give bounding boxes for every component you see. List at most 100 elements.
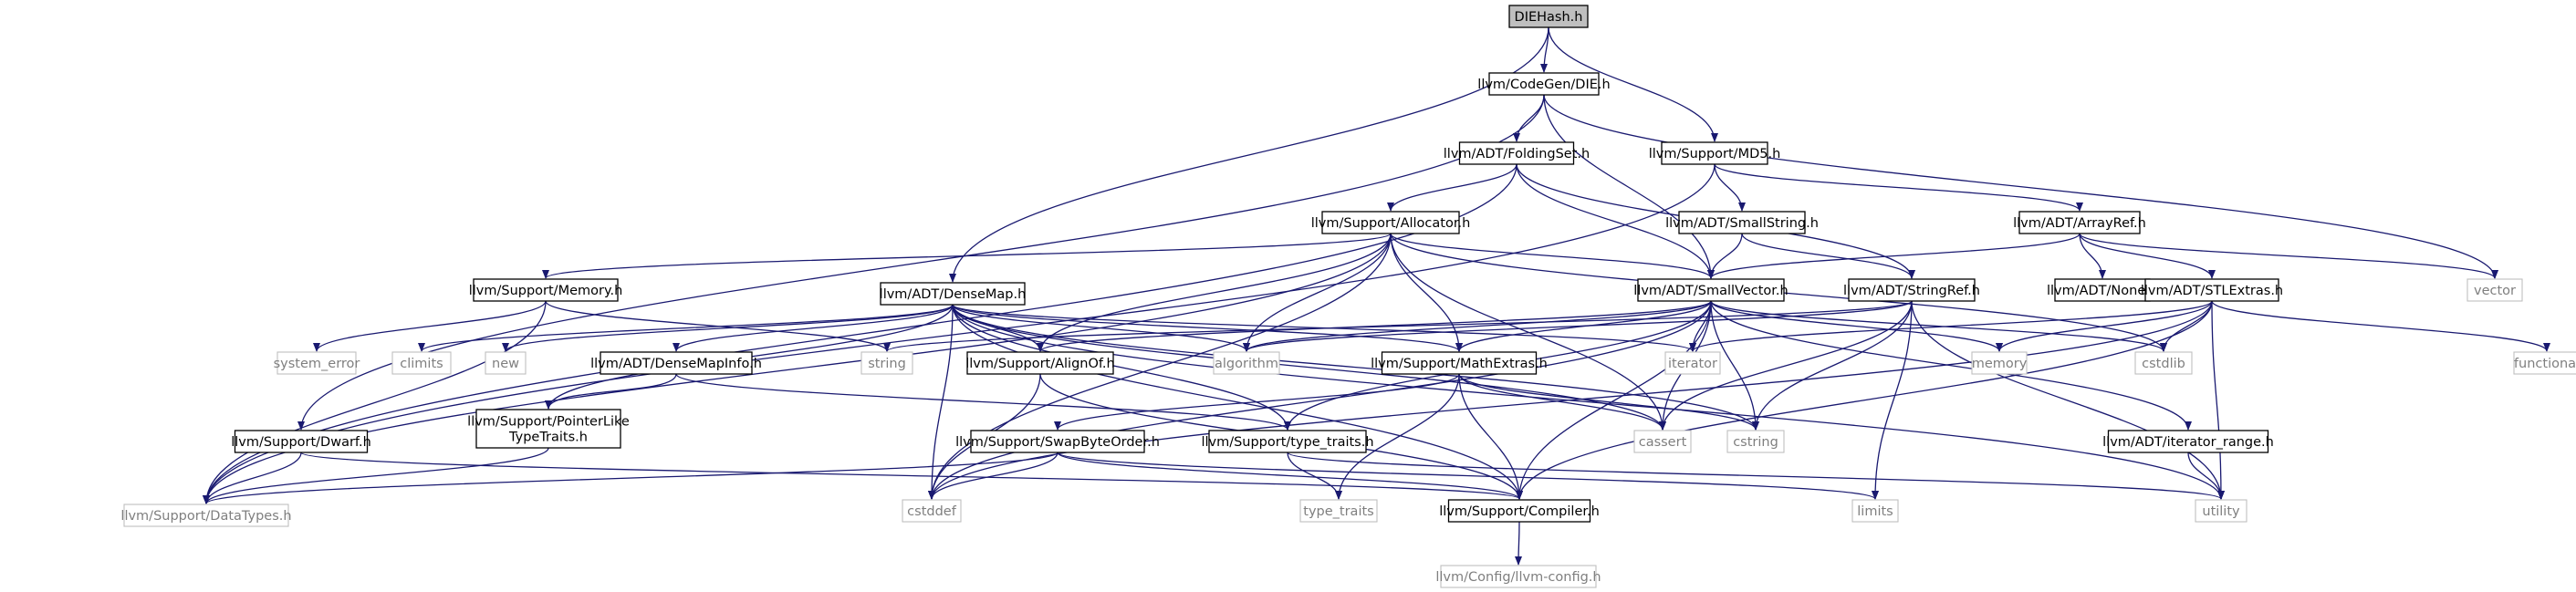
node-box-foldingset [1458,141,1575,165]
node-cassert[interactable]: cassert [1633,430,1692,453]
edge [297,94,1545,431]
edge-arrayref-to-smallvector [1707,233,2081,279]
node-functional[interactable]: functional [2513,351,2576,375]
edge [1714,163,1746,212]
node-type_traits[interactable]: type_traits [1299,499,1378,523]
node-foldingset[interactable]: llvm/ADT/FoldingSet.h [1444,141,1590,165]
node-alignof[interactable]: llvm/Support/AlignOf.h [965,351,1115,375]
node-allocator[interactable]: llvm/Support/Allocator.h [1311,211,1471,234]
node-label-compiler: llvm/Support/Compiler.h [1439,504,1600,519]
node-iteratorrange[interactable]: llvm/ADT/iterator_range.h [2102,430,2274,453]
edge-mathextras-to-type_traits [1335,373,1460,500]
node-string[interactable]: string [860,351,913,375]
edge-arrayref-to-stlextras [2079,233,2216,279]
edge-densemap-to-cstring [952,304,1759,431]
node-diehash[interactable]: DIEHash.h [1508,5,1589,28]
node-label-cstdlib: cstdlib [2142,357,2185,371]
edge-smallvector-to-compiler [1516,300,1712,500]
node-box-diehash [1508,5,1589,28]
edge [1243,300,1712,352]
edge-allocator-to-alignof [1037,233,1392,352]
node-smallstring[interactable]: llvm/ADT/SmallString.h [1665,211,1819,234]
edge [1037,300,1712,352]
edge [2187,452,2225,500]
node-densemap[interactable]: llvm/ADT/DenseMap.h [880,282,1027,306]
node-memoryhdr[interactable]: memory [1971,351,2028,375]
node-cstring[interactable]: cstring [1726,430,1785,453]
edge-stringref-to-cstring [1752,300,1913,431]
node-label-allocator: llvm/Support/Allocator.h [1311,216,1471,231]
edge-memory-to-datatypes [203,300,547,504]
node-box-new [485,351,527,375]
edge [1714,163,2083,212]
node-box-stlextras [2144,278,2279,302]
node-stlextras[interactable]: llvm/ADT/STLExtras.h [2141,278,2283,302]
node-vector[interactable]: vector [2466,278,2523,302]
edge [300,452,1523,500]
node-label-iteratorrange: llvm/ADT/iterator_range.h [2102,435,2274,450]
node-label-stlextras: llvm/ADT/STLExtras.h [2141,284,2283,298]
node-cstddef[interactable]: cstddef [902,499,962,523]
node-iterator[interactable]: iterator [1664,351,1721,375]
node-typetraits[interactable]: llvm/Support/type_traits.h [1201,430,1374,453]
node-box-smallstring [1678,211,1806,234]
node-label-swapbyteorder: llvm/Support/SwapByteOrder.h [955,435,1160,450]
edge [542,233,1392,279]
edge-smallvector-to-iteratorrange [1710,300,2192,431]
edge [1390,233,1463,352]
node-label-dwarf: llvm/Support/Dwarf.h [231,435,371,450]
node-system_error[interactable]: system_error [274,351,360,375]
node-label-memory: llvm/Support/Memory.h [469,284,623,298]
node-label-cstddef: cstddef [907,504,957,519]
node-mathextras[interactable]: llvm/Support/MathExtras.h [1371,351,1548,375]
edge-diehash-to-densemap [949,26,1549,283]
node-swapbyteorder[interactable]: llvm/Support/SwapByteOrder.h [955,430,1160,453]
edge [1710,300,2003,352]
node-md5[interactable]: llvm/Support/MD5.h [1649,141,1781,165]
edge [1387,163,1517,212]
node-datatypes[interactable]: llvm/Support/DataTypes.h [120,504,292,527]
node-box-compiler [1447,499,1591,523]
edge [1037,233,1392,352]
node-memory[interactable]: llvm/Support/Memory.h [469,278,623,302]
node-llvmconfig[interactable]: llvm/Config/llvm-config.h [1435,565,1601,588]
node-box-iteratorrange [2107,430,2269,453]
node-box-arrayref [2018,211,2141,234]
node-box-mathextras [1381,351,1538,375]
node-arrayref[interactable]: llvm/ADT/ArrayRef.h [2013,211,2146,234]
node-utility[interactable]: utility [2195,499,2247,523]
node-compiler[interactable]: llvm/Support/Compiler.h [1439,499,1600,523]
node-label-new: new [492,357,519,371]
node-box-stringref [1848,278,1976,302]
node-densemapinfo[interactable]: llvm/ADT/DenseMapInfo.h [590,351,762,375]
edge [1513,94,1545,142]
edge-densemap-to-algorithm [952,304,1250,352]
node-algorithm[interactable]: algorithm [1213,351,1280,375]
node-box-cstddef [902,499,962,523]
node-label-alignof: llvm/Support/AlignOf.h [965,357,1115,371]
node-smallvector[interactable]: llvm/ADT/SmallVector.h [1633,278,1789,302]
node-limits[interactable]: limits [1851,499,1899,523]
edge-swapbyteorder-to-limits [1057,452,1879,500]
edge-foldingset-to-smallvector [1516,163,1715,279]
edge [952,304,1291,431]
node-climits[interactable]: climits [391,351,452,375]
edge-densemap-to-new [502,304,954,352]
edge-stlextras-to-iterator [1689,300,2213,352]
node-nonehdr[interactable]: llvm/ADT/None.h [2047,278,2158,302]
node-box-md5 [1661,141,1768,165]
node-new[interactable]: new [485,351,527,375]
node-cstdlib[interactable]: cstdlib [2134,351,2193,375]
node-box-limits [1851,499,1899,523]
edge-smallvector-to-alignof [1037,300,1712,352]
edge-stringref-to-limits [1872,300,1913,500]
edge-densemapinfo-to-typetraits [675,373,1291,431]
node-die[interactable]: llvm/CodeGen/DIE.h [1477,72,1611,96]
node-stringref[interactable]: llvm/ADT/StringRef.h [1843,278,1980,302]
node-label-system_error: system_error [274,357,360,371]
node-dwarf[interactable]: llvm/Support/Dwarf.h [231,430,371,453]
edge-mathextras-to-compiler [1458,373,1523,500]
edge [2211,300,2225,500]
edge-densemap-to-climits [418,304,954,352]
